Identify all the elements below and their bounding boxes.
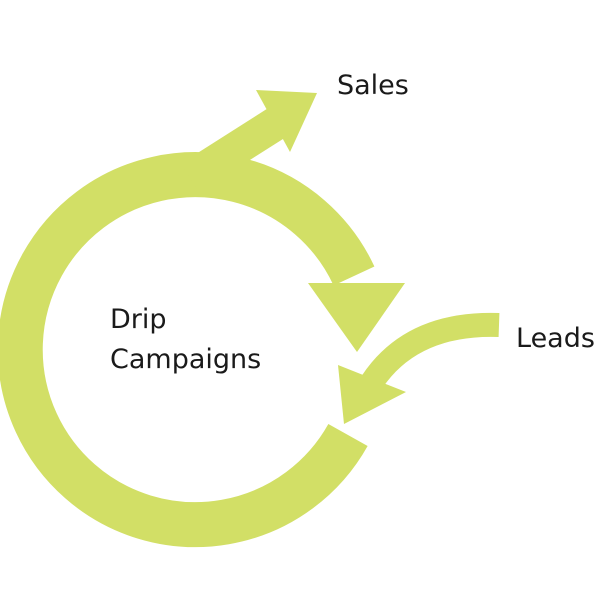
cycle-arrowhead [308, 283, 405, 352]
center-label-line2: Campaigns [110, 344, 262, 375]
leads-arrow-shaft [362, 312, 500, 389]
cycle-ring-arrow-shaft [0, 152, 375, 548]
center-label-line1: Drip [110, 304, 167, 335]
leads-arrowhead [338, 365, 406, 424]
sales-label: Sales [337, 70, 409, 101]
sales-arrowhead [256, 90, 317, 152]
leads-label: Leads [516, 323, 595, 354]
sales-arrow-shaft [180, 107, 288, 193]
